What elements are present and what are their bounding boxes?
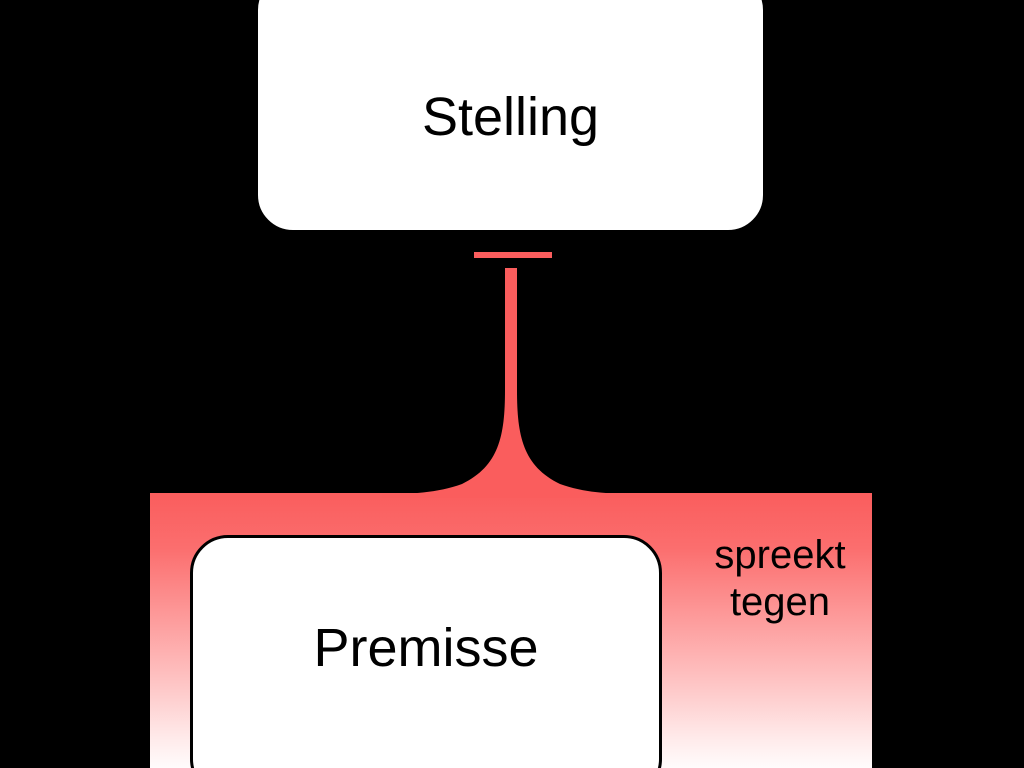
node-premise-label: Premisse [313, 618, 539, 678]
node-claim-stelling[interactable]: Stelling [255, 0, 766, 233]
relation-label-spreekt-tegen: spreekt tegen [672, 532, 888, 626]
objection-stem [382, 268, 640, 498]
objection-bar [474, 252, 552, 258]
relation-label-line-2: tegen [729, 580, 831, 625]
relation-label-line-1: spreekt [714, 533, 846, 577]
node-premise-premisse[interactable]: Premisse [190, 535, 662, 768]
node-claim-label: Stelling [421, 86, 600, 147]
